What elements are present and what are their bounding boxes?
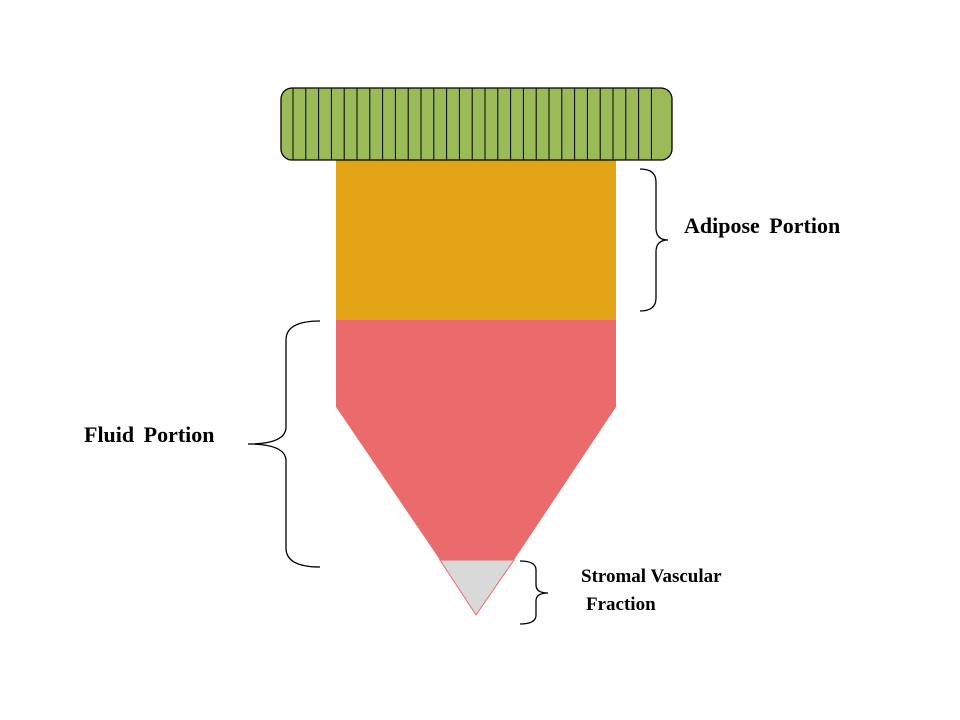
fluid-layer xyxy=(336,320,616,560)
tube-cap xyxy=(280,87,673,161)
adipose-portion-label: Adipose Portion xyxy=(684,213,841,238)
adipose-brace xyxy=(639,168,669,312)
svf-layer xyxy=(439,559,515,616)
svf-brace xyxy=(519,560,549,625)
adipose-layer xyxy=(336,160,616,320)
svf-label-line2: Fraction xyxy=(586,594,656,615)
fluid-brace xyxy=(247,320,321,568)
fluid-portion-label: Fluid Portion xyxy=(84,422,215,447)
svf-label-line1: Stromal Vascular xyxy=(581,566,722,587)
cap-ridges xyxy=(292,88,652,160)
